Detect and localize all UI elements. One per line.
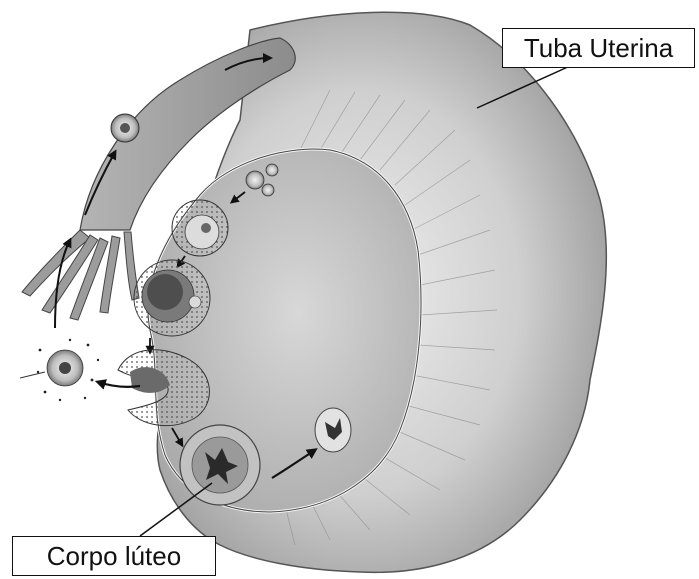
secondary-follicle — [172, 200, 228, 256]
corpus-luteum — [180, 425, 260, 505]
corpus-albicans — [315, 408, 351, 452]
oocyte-in-tube — [111, 114, 139, 142]
fimbriae — [22, 230, 139, 320]
corpus-luteum-label: Corpo lúteo — [12, 536, 216, 576]
mature-follicle — [134, 260, 210, 336]
released-oocyte — [20, 339, 99, 401]
tube-label: Tuba Uterina — [502, 28, 695, 68]
